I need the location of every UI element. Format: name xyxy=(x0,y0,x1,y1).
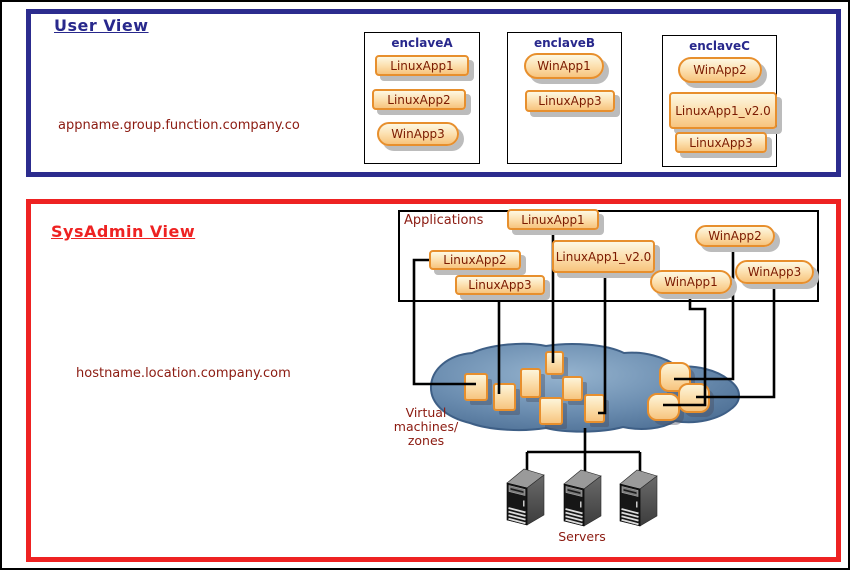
vm-linux-4 xyxy=(545,351,564,375)
user-app-winapp3: WinApp3 xyxy=(377,122,459,146)
user-app-linuxapp3-c: LinuxApp3 xyxy=(675,132,767,153)
enclave-c-title: enclaveC xyxy=(689,39,750,53)
sysadmin-host-label: hostname.location.company.com xyxy=(76,366,291,381)
sys-app-linuxapp1-v2: LinuxApp1_v2.0 xyxy=(552,240,655,273)
sys-app-linuxapp3: LinuxApp3 xyxy=(455,275,545,295)
server-icon xyxy=(563,469,602,527)
connection-lines xyxy=(412,230,776,471)
applications-label: Applications xyxy=(404,213,484,228)
sys-app-winapp1: WinApp1 xyxy=(650,270,732,294)
virtual-machines-label-line2: machines/ zones xyxy=(393,419,459,448)
user-app-winapp2: WinApp2 xyxy=(678,57,762,83)
user-app-linuxapp1-v2: LinuxApp1_v2.0 xyxy=(669,92,777,129)
link-cloud-servers xyxy=(525,428,642,471)
link-winapp3-vm xyxy=(696,284,776,399)
server-icons xyxy=(506,468,658,527)
vm-linux-7 xyxy=(584,394,605,423)
vm-linux-2 xyxy=(493,383,516,411)
sysadmin-view-title: SysAdmin View xyxy=(51,222,196,241)
user-view-title: User View xyxy=(54,16,149,35)
user-app-linuxapp2: LinuxApp2 xyxy=(372,89,466,110)
server-icon xyxy=(619,469,658,527)
user-view-panel xyxy=(26,9,841,177)
sys-app-winapp2: WinApp2 xyxy=(695,225,775,247)
sys-app-winapp3: WinApp3 xyxy=(735,260,814,284)
user-app-linuxapp1: LinuxApp1 xyxy=(375,55,469,76)
vm-win-3 xyxy=(647,393,680,421)
user-view-domain-label: appname.group.function.company.co xyxy=(58,118,300,133)
sysadmin-view-panel xyxy=(26,199,841,562)
server-icon xyxy=(506,468,545,526)
link-winapp1-vm xyxy=(663,294,707,407)
enclave-a-title: enclaveA xyxy=(391,36,453,50)
user-app-winapp1: WinApp1 xyxy=(524,53,604,79)
enclave-b-title: enclaveB xyxy=(533,36,596,50)
vm-linux-6 xyxy=(539,397,563,425)
link-linuxapp1v2-vm xyxy=(598,273,607,415)
link-linuxapp2-vm xyxy=(412,258,476,386)
vm-group xyxy=(464,351,710,425)
sys-app-linuxapp2: LinuxApp2 xyxy=(429,250,521,270)
vm-linux-1 xyxy=(464,373,488,401)
servers-label: Servers xyxy=(558,529,606,544)
vm-linux-3 xyxy=(520,368,541,398)
virtual-machines-label-line1: Virtual xyxy=(405,405,447,420)
vm-linux-5 xyxy=(562,376,583,401)
user-app-linuxapp3: LinuxApp3 xyxy=(525,90,615,112)
sys-app-linuxapp1: LinuxApp1 xyxy=(507,209,599,230)
link-winapp2-vm xyxy=(674,247,735,381)
vm-win-1 xyxy=(659,362,691,392)
virtual-machines-label: Virtual machines/ zones xyxy=(374,406,478,448)
